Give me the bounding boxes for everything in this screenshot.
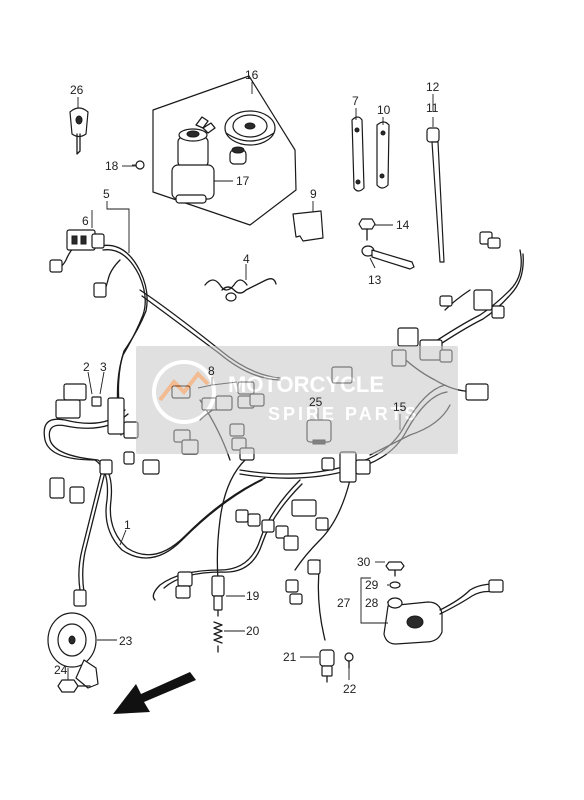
part-label-12: 12 <box>426 80 440 94</box>
ignition-set-frame <box>152 75 297 226</box>
washer-29-icon <box>389 581 401 589</box>
bracket-10-icon <box>376 121 390 189</box>
part-label-1: 1 <box>124 518 131 532</box>
watermark: MOTORCYCLE SPIRE PARTS <box>136 346 458 454</box>
part-label-15: 15 <box>393 400 407 414</box>
part-labels: 16 26 18 17 7 10 12 11 9 14 13 5 6 4 2 3… <box>54 68 440 696</box>
clip-4-icon <box>204 278 277 302</box>
ignition-set-group <box>152 75 297 226</box>
seat-lock-cylinder-icon <box>229 146 247 165</box>
watermark-line2: SPIRE PARTS <box>268 404 420 424</box>
part-label-2: 2 <box>83 360 90 374</box>
part-label-3: 3 <box>100 360 107 374</box>
bolt-14-icon <box>358 218 376 241</box>
part-label-11: 11 <box>426 101 439 115</box>
bolt-24-icon <box>57 679 91 693</box>
part-label-28: 28 <box>365 596 379 610</box>
key-icon <box>69 107 89 155</box>
sensor-27-icon <box>383 579 504 645</box>
spring-20-icon <box>213 621 223 653</box>
part-label-8: 8 <box>208 364 215 378</box>
switch-21-icon <box>319 649 335 683</box>
part-label-7: 7 <box>352 94 359 108</box>
horn-icon <box>47 612 99 689</box>
grommet-28-icon <box>387 597 403 609</box>
fuel-cap-lock-icon <box>224 110 276 146</box>
switch-19-icon <box>211 575 225 617</box>
part-label-23: 23 <box>119 634 133 648</box>
part-label-18: 18 <box>105 159 119 173</box>
part-label-4: 4 <box>243 252 250 266</box>
part-label-17: 17 <box>236 174 250 188</box>
cable-tie-icon <box>426 127 445 263</box>
part-label-16: 16 <box>245 68 259 82</box>
clamp-13-icon <box>361 245 415 270</box>
part-label-5: 5 <box>103 187 110 201</box>
part-label-14: 14 <box>396 218 410 232</box>
screw-22-icon <box>344 652 354 669</box>
screw-18-icon <box>132 160 145 170</box>
bolt-30-icon <box>385 561 405 577</box>
part-label-22: 22 <box>343 682 357 696</box>
part-label-19: 19 <box>246 589 260 603</box>
part-label-26: 26 <box>70 83 84 97</box>
watermark-line1: MOTORCYCLE <box>228 372 384 397</box>
part-label-6: 6 <box>82 214 89 228</box>
part-label-30: 30 <box>357 555 371 569</box>
rubber-cushion-icon <box>292 210 324 242</box>
part-label-25: 25 <box>309 395 323 409</box>
watermark-logo-icon <box>152 360 216 424</box>
part-label-13: 13 <box>368 273 382 287</box>
part-label-29: 29 <box>365 578 379 592</box>
part-label-27: 27 <box>337 596 351 610</box>
front-direction-arrow-icon <box>113 672 196 714</box>
part-label-20: 20 <box>246 624 260 638</box>
part-label-24: 24 <box>54 663 68 677</box>
bracket-7-icon <box>351 116 365 192</box>
ignition-switch-icon <box>171 116 216 204</box>
part-label-21: 21 <box>283 650 297 664</box>
part-label-10: 10 <box>377 103 391 117</box>
part-label-9: 9 <box>310 187 317 201</box>
